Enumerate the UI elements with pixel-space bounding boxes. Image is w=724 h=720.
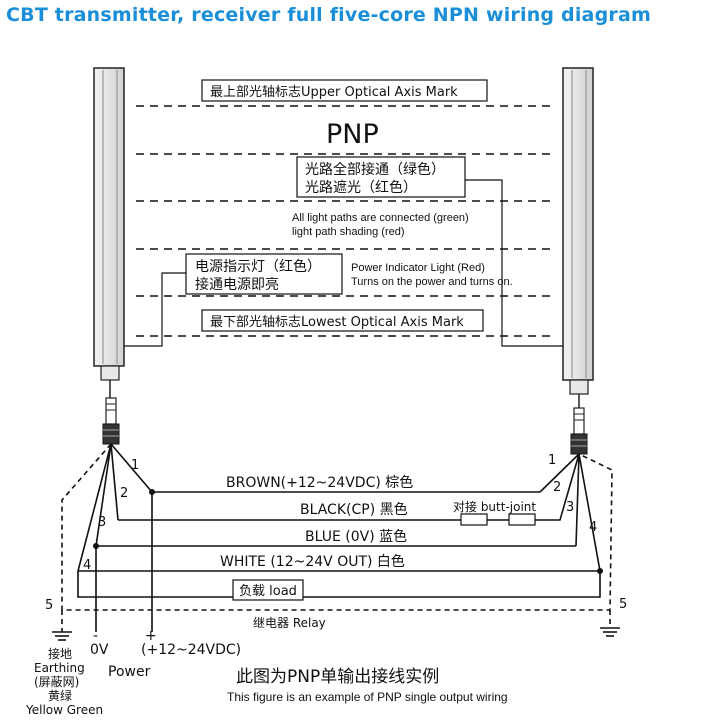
pin-rx-5: 5 xyxy=(619,597,627,612)
caption-en: This figure is an example of PNP single … xyxy=(227,690,508,704)
zero-v-label: 0V xyxy=(90,642,109,658)
upper-axis-mark-label: 最上部光轴标志Upper Optical Axis Mark xyxy=(210,85,458,100)
ground-icon xyxy=(52,631,72,641)
status-en-line2: light path shading (red) xyxy=(292,226,405,238)
earth-en: Earthing xyxy=(34,661,85,675)
plus-v-label: (+12~24VDC) xyxy=(141,642,241,658)
pin-rx-4: 4 xyxy=(589,520,597,535)
caption-cn: 此图为PNP单输出接线实例 xyxy=(236,667,439,687)
relay-label: 继电器 Relay xyxy=(253,616,326,630)
pin-tx-1: 1 xyxy=(131,458,139,473)
transmitter-bar xyxy=(93,67,125,398)
earth-cn: 接地 xyxy=(48,646,72,661)
status-leader-line xyxy=(465,179,563,347)
wire-rx-black xyxy=(532,453,580,521)
wire-tx-brown xyxy=(110,443,153,493)
lower-axis-mark-box xyxy=(201,309,484,332)
wire-tx-black xyxy=(110,443,119,521)
load-box xyxy=(232,579,304,601)
power-indicator-box xyxy=(185,253,343,295)
plus-sign: + xyxy=(145,628,157,644)
pin-rx-3: 3 xyxy=(566,500,574,515)
yellow-green-cn: 黄绿 xyxy=(48,688,72,703)
pin-tx-3: 3 xyxy=(98,515,106,530)
pin-tx-5: 5 xyxy=(45,598,53,613)
load-label: 负载 load xyxy=(239,584,297,599)
power-leader-line xyxy=(124,272,186,347)
power-en-line2: Turns on the power and turns on. xyxy=(351,276,513,288)
status-box-line2: 光路遮光（红色） xyxy=(305,179,417,196)
power-en-line1: Power Indicator Light (Red) xyxy=(351,262,485,274)
pin-tx-4: 4 xyxy=(83,558,91,573)
wire-label-white: WHITE (12~24V OUT) 白色 xyxy=(220,553,405,570)
butt-joint-label: 对接 butt-joint xyxy=(453,499,536,514)
power-box-line1: 电源指示灯（红色） xyxy=(195,258,321,275)
status-box-line1: 光路全部接通（绿色） xyxy=(305,161,445,178)
wire-label-brown: BROWN(+12~24VDC) 棕色 xyxy=(226,474,413,491)
ground-icon-right xyxy=(600,627,620,637)
upper-axis-mark-box xyxy=(201,79,488,102)
lower-axis-mark-label: 最下部光轴标志Lowest Optical Axis Mark xyxy=(210,315,464,330)
shield-wires xyxy=(61,443,613,632)
transmitter-connector xyxy=(102,397,120,445)
wire-rx-blue xyxy=(575,453,580,547)
pin-rx-1: 1 xyxy=(548,453,556,468)
junctions xyxy=(93,489,603,574)
yellow-green-en: Yellow Green xyxy=(25,703,103,717)
butt-joint xyxy=(460,513,536,526)
status-indicator-box xyxy=(296,156,466,198)
power-box-line2: 接通电源即亮 xyxy=(195,276,279,293)
wire-label-blue: BLUE (0V) 蓝色 xyxy=(305,528,407,545)
wire-tx-white xyxy=(77,443,112,572)
minus-sign: - xyxy=(93,628,98,644)
receiver-bar xyxy=(562,67,594,408)
wire-rx-brown xyxy=(539,453,580,493)
receiver-connector xyxy=(570,407,588,455)
pin-rx-2: 2 xyxy=(553,480,561,495)
wiring xyxy=(77,443,601,632)
mode-label: PNP xyxy=(326,119,379,150)
diagram-title: CBT transmitter, receiver full five-core… xyxy=(6,4,651,26)
pin-tx-2: 2 xyxy=(120,486,128,501)
power-label: Power xyxy=(108,664,151,680)
wire-label-black: BLACK(CP) 黑色 xyxy=(300,501,408,518)
shield-label: (屏蔽网) xyxy=(34,675,79,689)
wire-tx-blue xyxy=(95,443,112,547)
status-en-line1: All light paths are connected (green) xyxy=(292,212,469,224)
wire-rx-white xyxy=(578,453,601,572)
